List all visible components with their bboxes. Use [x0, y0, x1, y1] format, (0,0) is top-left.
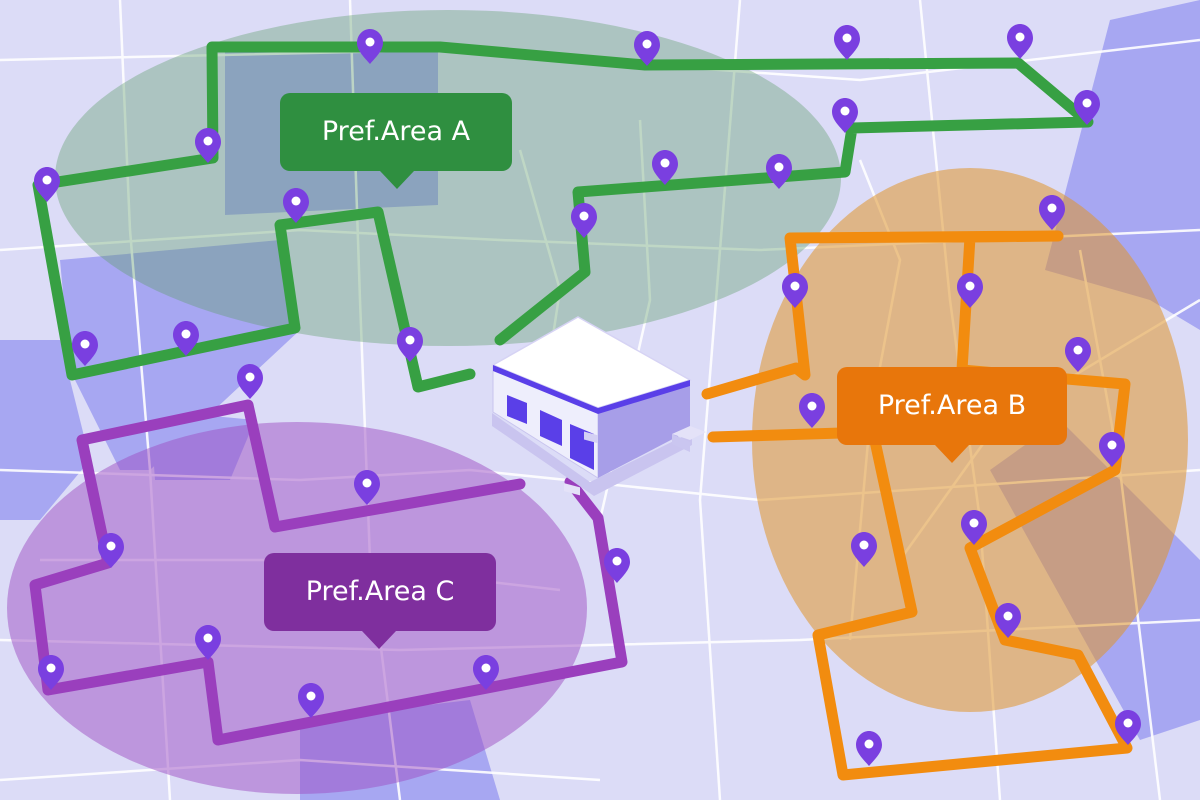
warehouse-icon[interactable]: [491, 316, 706, 496]
pref-area-a-zone: [55, 10, 841, 346]
route-a: [32, 41, 1094, 393]
route-b: [701, 230, 1133, 781]
route-c: [29, 399, 628, 746]
pref-area-b-label: Pref.Area B: [837, 367, 1067, 463]
pref-area-a-label: Pref.Area A: [280, 93, 512, 189]
pref-area-c-label: Pref.Area C: [264, 553, 496, 649]
